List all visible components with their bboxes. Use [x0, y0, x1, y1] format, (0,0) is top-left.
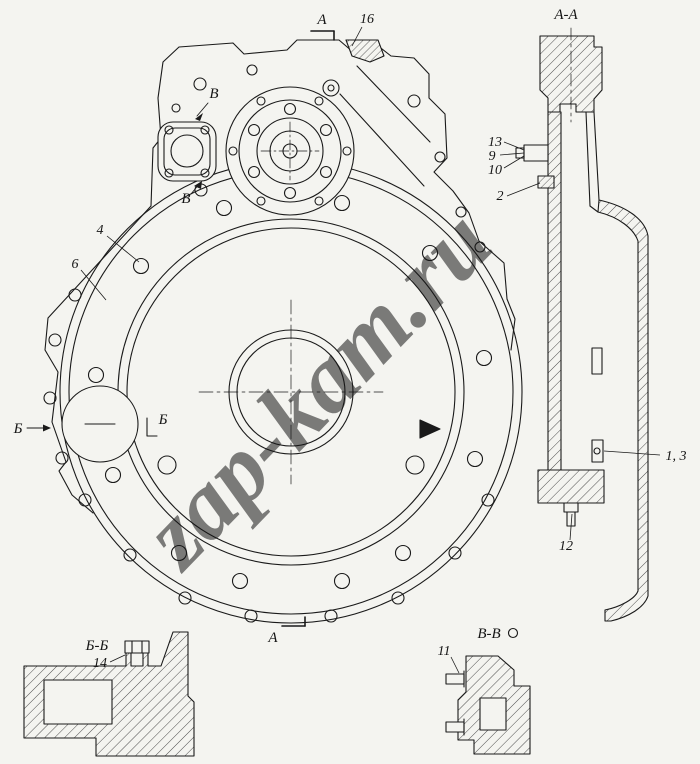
callout-6: 6: [72, 257, 79, 272]
housing-top-contour: [150, 39, 516, 351]
aa-profile-join: [589, 205, 599, 213]
section-a-cut-marks: [281, 30, 335, 627]
side-opening-group: [157, 121, 217, 197]
vv-bolt11-upper: [445, 670, 465, 688]
aa-stud-boss: [523, 144, 549, 162]
inner-boss-left: [157, 455, 177, 475]
centerlines: [198, 299, 384, 485]
watermark: zap-kam.ru: [119, 188, 511, 589]
callout-12: 12: [559, 539, 573, 554]
aa-inner-boss-upper: [591, 347, 603, 375]
marker-b-outer: Б: [13, 421, 23, 437]
machined-pad-16: [345, 39, 385, 63]
leader-lines: [80, 26, 661, 674]
main-view: [26, 30, 523, 627]
vv-view-circle-symbol: [507, 627, 519, 639]
marker-a-bottom: А: [267, 630, 278, 646]
callout-4: 4: [97, 223, 104, 238]
vv-cavity: [479, 697, 507, 731]
callout-16: 16: [360, 12, 374, 27]
section-b-cut-mark: [146, 417, 158, 437]
callout-13: 13: [488, 135, 502, 150]
aa-profile-line-inner: [585, 111, 591, 207]
perimeter-bolt-holes: [43, 288, 495, 623]
housing-left-wing: [44, 205, 152, 514]
callout-9: 9: [489, 149, 496, 164]
section-bb-title: Б-Б: [85, 638, 109, 654]
aa-bell-rim: [597, 199, 649, 622]
callout-1-3: 1, 3: [666, 449, 687, 464]
inner-boss-right: [405, 455, 425, 475]
marker-b-inner: Б: [158, 412, 168, 428]
aa-gasket-2: [537, 175, 555, 189]
aa-pin-hole: [593, 447, 601, 455]
aa-profile-line-outer: [593, 111, 600, 201]
bb-cavity: [43, 679, 113, 725]
aa-pin-1-3: [591, 439, 604, 463]
bb-bolt14: [124, 640, 150, 667]
callout-10: 10: [488, 163, 502, 178]
left-round-hole: [61, 385, 139, 463]
marker-a-top: А: [316, 12, 327, 28]
aa-bottom-foot: [537, 469, 605, 504]
vv-bolt11-lower: [445, 718, 465, 736]
flange-bolt-holes: [87, 194, 493, 590]
section-vv-view: [445, 627, 531, 755]
callout-11: 11: [438, 644, 451, 659]
marker-v-lower: В: [181, 191, 190, 207]
cast-arrow-mark: [419, 419, 441, 439]
labels: А 16 А-А В В 13 9 10 2 4 6 Б Б 1, 3 12 А…: [13, 7, 687, 671]
view-v-arrows: [190, 102, 209, 195]
section-aa-view: [515, 27, 649, 622]
aa-bolt12-head: [563, 502, 579, 513]
top-face-details: [171, 64, 486, 253]
marker-v-upper: В: [209, 86, 218, 102]
callout-2: 2: [497, 189, 504, 204]
section-vv-title: В-В: [477, 626, 500, 642]
seal-bore-group: [225, 86, 355, 216]
callout-14: 14: [93, 656, 107, 671]
view-b-arrow: [26, 424, 51, 432]
section-aa-title: А-А: [553, 7, 578, 23]
section-bb-view: [23, 631, 195, 757]
opening-inner-circle: [126, 227, 456, 557]
aa-left-web: [547, 111, 562, 471]
